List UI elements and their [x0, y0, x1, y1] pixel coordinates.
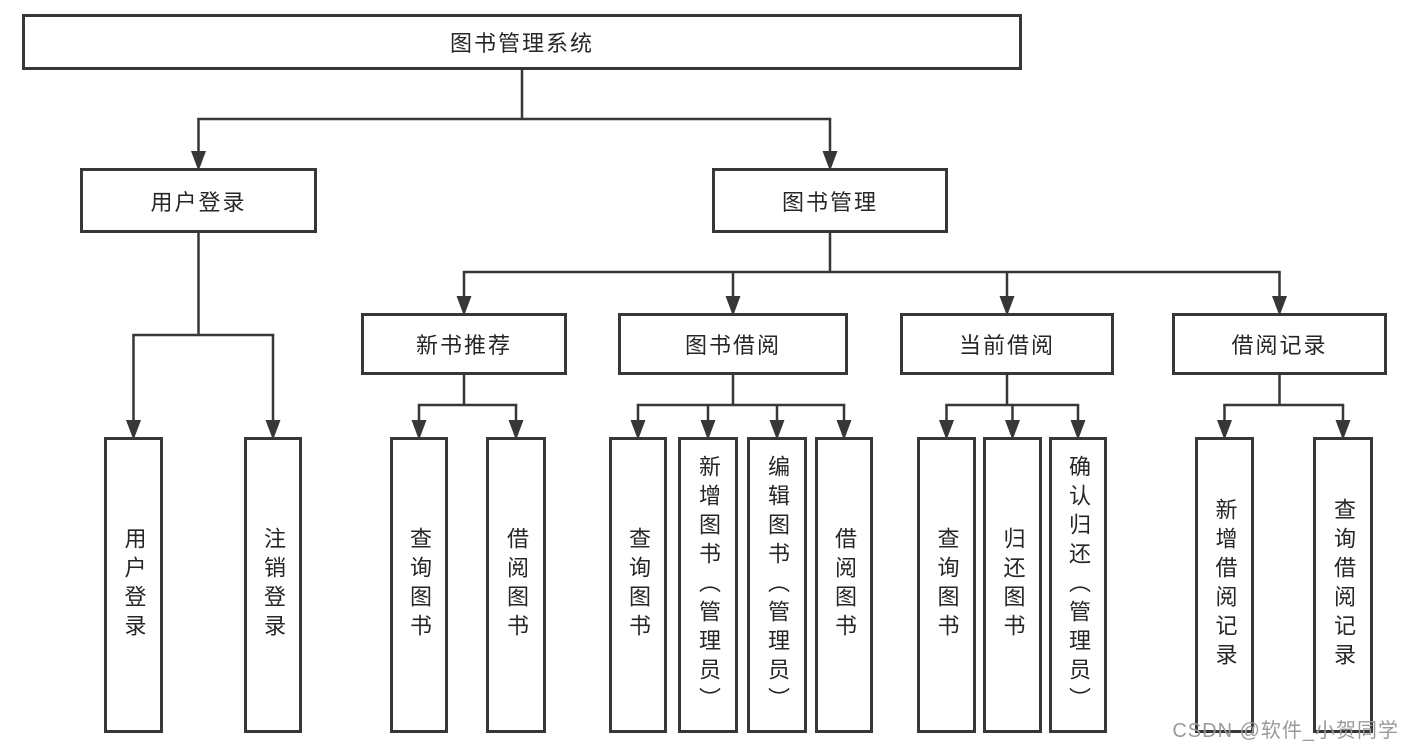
node-label: 借阅记录 — [1231, 333, 1328, 358]
node-label: 确认归还（管理员） — [1066, 454, 1091, 716]
node-label: 查询图书 — [407, 527, 432, 643]
node-book-management: 图书管理 — [712, 168, 948, 233]
node-label: 编辑图书（管理员） — [765, 454, 790, 716]
node-label: 图书管理 — [781, 189, 878, 215]
arrowhead-icon — [999, 296, 1015, 316]
node-leaf-edit-books-admin: 编辑图书（管理员） — [747, 437, 807, 733]
arrowhead-icon — [630, 420, 646, 440]
node-leaf-return-books: 归还图书 — [983, 437, 1042, 733]
node-label: 查询借阅记录 — [1331, 498, 1356, 672]
arrowhead-icon — [1272, 296, 1287, 316]
arrowhead-icon — [822, 151, 838, 171]
node-label: 图书管理系统 — [449, 31, 594, 56]
node-new-book-recommend: 新书推荐 — [361, 313, 567, 375]
arrowhead-icon — [939, 420, 954, 440]
node-label: 注销登录 — [261, 527, 286, 643]
node-borrowing-records: 借阅记录 — [1172, 313, 1387, 375]
node-leaf-borrow-books-1: 借阅图书 — [486, 437, 546, 733]
arrowhead-icon — [1005, 420, 1020, 440]
node-leaf-add-borrow-record: 新增借阅记录 — [1195, 437, 1254, 733]
arrowhead-icon — [191, 151, 206, 171]
node-label: 用户登录 — [121, 527, 147, 643]
node-label: 图书借阅 — [684, 333, 781, 358]
node-label: 查询图书 — [626, 527, 651, 643]
arrowhead-icon — [769, 420, 785, 440]
node-label: 新增图书（管理员） — [696, 454, 721, 716]
arrowhead-icon — [508, 420, 524, 440]
arrowhead-icon — [126, 420, 141, 440]
arrowhead-icon — [265, 420, 281, 440]
node-label: 归还图书 — [1000, 527, 1026, 643]
node-label: 查询图书 — [934, 527, 960, 643]
node-label: 当前借阅 — [958, 333, 1055, 358]
arrowhead-icon — [700, 420, 716, 440]
node-leaf-confirm-return: 确认归还（管理员） — [1049, 437, 1107, 733]
node-book-borrowing: 图书借阅 — [618, 313, 848, 375]
arrowhead-icon — [1217, 420, 1232, 440]
arrowhead-icon — [725, 296, 741, 316]
node-label: 借阅图书 — [504, 527, 529, 643]
node-label: 新书推荐 — [415, 333, 512, 358]
node-leaf-query-books-1: 查询图书 — [390, 437, 448, 733]
node-leaf-add-books-admin: 新增图书（管理员） — [678, 437, 738, 733]
node-label: 用户登录 — [150, 189, 247, 215]
node-label: 新增借阅记录 — [1212, 498, 1238, 672]
arrowhead-icon — [456, 296, 472, 316]
arrowhead-icon — [411, 420, 427, 440]
arrowhead-icon — [1335, 420, 1351, 440]
arrowhead-icon — [1070, 420, 1086, 440]
node-leaf-borrow-books-2: 借阅图书 — [815, 437, 873, 733]
node-leaf-logout: 注销登录 — [244, 437, 302, 733]
node-user-login: 用户登录 — [80, 168, 317, 233]
node-leaf-query-books-2: 查询图书 — [609, 437, 667, 733]
node-label: 借阅图书 — [832, 527, 857, 643]
node-library-system: 图书管理系统 — [22, 14, 1022, 70]
node-current-borrowing: 当前借阅 — [900, 313, 1114, 375]
node-leaf-user-login: 用户登录 — [104, 437, 163, 733]
node-leaf-query-borrow-record: 查询借阅记录 — [1313, 437, 1373, 733]
arrowhead-icon — [836, 420, 852, 440]
node-leaf-query-books-3: 查询图书 — [917, 437, 976, 733]
